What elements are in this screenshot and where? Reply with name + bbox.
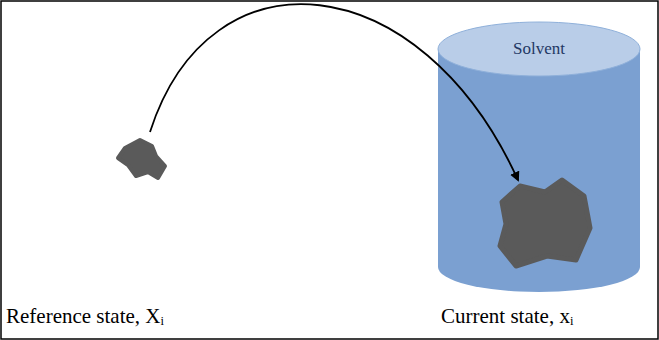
cylinder-shape bbox=[437, 20, 641, 294]
small-particle bbox=[118, 140, 165, 178]
swollen-particle bbox=[500, 180, 590, 266]
solvent-cylinder: Solvent bbox=[437, 20, 641, 294]
state-label: Current state, xᵢ bbox=[441, 304, 573, 329]
state-label: Reference state, Xᵢ bbox=[6, 304, 164, 329]
node-label: Solvent bbox=[513, 39, 565, 59]
cylinder-top bbox=[438, 22, 640, 76]
cylinder-body bbox=[438, 49, 640, 292]
